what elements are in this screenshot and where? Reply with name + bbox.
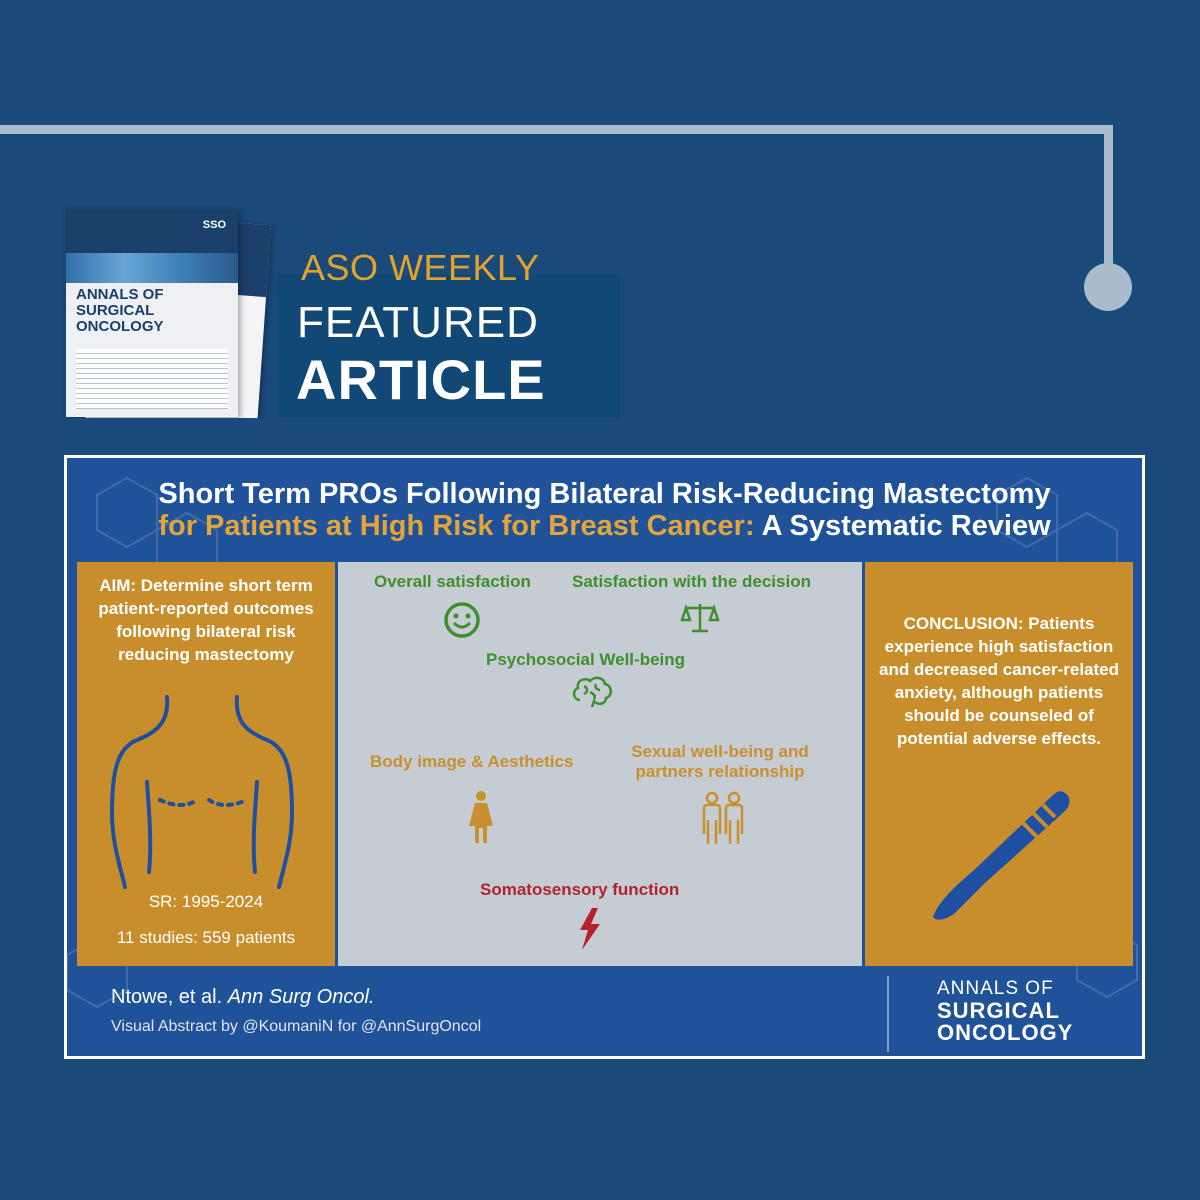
credit-line: Visual Abstract by @KoumaniN for @AnnSur… [111, 1018, 482, 1035]
psychosocial-label: Psychosocial Well-being [486, 650, 686, 669]
featured-label: FEATURED [297, 298, 539, 347]
badge-background [278, 275, 620, 418]
scalpel-icon [933, 791, 1070, 920]
conclusion-panel: CONCLUSION: Patients experience high sat… [865, 562, 1133, 966]
outcomes-panel: Overall satisfaction Satisfaction with t… [338, 562, 862, 966]
somatosensory-label: Somatosensory function [480, 880, 680, 899]
conclusion-text: CONCLUSION: Patients experience high sat… [878, 614, 1119, 748]
journal-cover-front: SSO ANNALS OF SURGICAL ONCOLOGY [66, 209, 238, 417]
body-image-label: Body image & Aesthetics [370, 752, 574, 771]
decision-satisfaction-label: Satisfaction with the decision [572, 572, 811, 591]
decorative-line-vertical [1104, 125, 1113, 265]
brain-icon [572, 676, 612, 708]
visual-abstract: Short Term PROs Following Bilateral Risk… [64, 455, 1145, 1059]
journal-cover-title: ANNALS OF SURGICAL ONCOLOGY [76, 286, 164, 335]
sr-range: SR: 1995-2024 [148, 892, 264, 911]
aso-weekly-label: ASO WEEKLY [301, 247, 540, 288]
woman-icon [469, 791, 493, 843]
scales-icon [680, 604, 720, 633]
torso-icon [109, 695, 295, 889]
sexual-wellbeing-label: Sexual well-being and partners relations… [631, 742, 809, 781]
va-title-line1: Short Term PROs Following Bilateral Risk… [158, 478, 1051, 510]
aim-text: AIM: Determine short term patient-report… [98, 576, 314, 664]
journal-cover-image: SSO ANNALS OF SURGICAL ONCOLOGY [62, 203, 277, 418]
smiley-icon [444, 602, 480, 638]
decorative-line-horizontal [0, 125, 1113, 134]
decorative-dot [1084, 263, 1132, 311]
citation: Ntowe, et al. Ann Surg Oncol. [111, 986, 375, 1008]
annals-surgical-oncology-logo: ANNALS OF SURGICAL ONCOLOGY [937, 978, 1074, 1045]
couple-icon [702, 791, 744, 844]
overall-satisfaction-label: Overall satisfaction [374, 572, 531, 591]
footer-divider [887, 976, 889, 1052]
aim-panel: AIM: Determine short term patient-report… [77, 562, 335, 966]
studies-count: 11 studies: 559 patients [116, 928, 296, 947]
lightning-icon [580, 908, 600, 950]
va-title-line2: for Patients at High Risk for Breast Can… [158, 510, 1051, 542]
sso-logo: SSO [202, 219, 226, 231]
article-label: ARTICLE [296, 348, 546, 411]
